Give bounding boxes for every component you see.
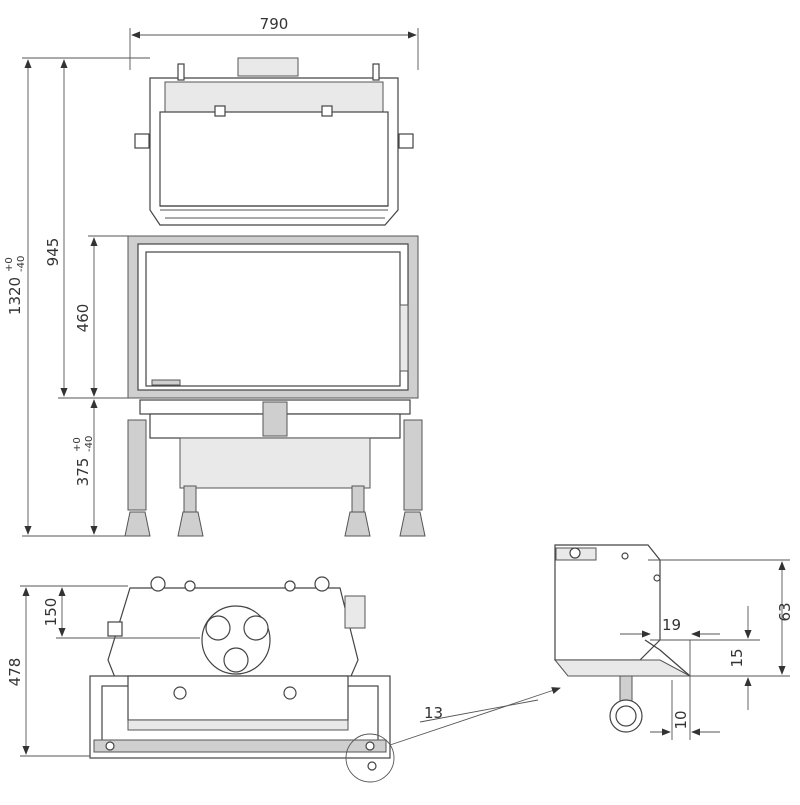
dim-height-total: 1320 xyxy=(6,277,24,315)
front-view xyxy=(124,57,426,537)
top-rail xyxy=(164,81,384,113)
dim-detail-10: 10 xyxy=(672,710,690,729)
dim-height-upper: 945 xyxy=(44,238,62,267)
detail-circle xyxy=(345,733,395,783)
dim-detail-19: 19 xyxy=(662,616,681,634)
top-view xyxy=(89,576,391,771)
detail-body xyxy=(554,544,661,661)
dim-offset-150: 150 xyxy=(42,598,60,627)
flue-port-right xyxy=(243,615,269,641)
dim-height-base-tol-lower: -40 xyxy=(84,436,95,452)
dim-depth-bottom: 478 xyxy=(6,658,24,687)
detail-lip xyxy=(553,659,691,677)
flue-collar xyxy=(237,57,299,77)
dim-height-base-tol-upper: +0 xyxy=(72,437,83,452)
flue-port-bottom xyxy=(223,647,249,673)
center-bracket xyxy=(262,401,288,437)
dim-height-total-tol-lower: -40 xyxy=(16,256,27,272)
leg-right xyxy=(403,419,423,511)
convection-chamber xyxy=(159,111,389,207)
door-handle xyxy=(399,304,409,372)
leg-left xyxy=(127,419,147,511)
foot-left xyxy=(124,511,151,537)
dim-width-top: 790 xyxy=(260,15,289,33)
side-outlet xyxy=(344,595,366,629)
glass-panel xyxy=(145,251,401,387)
leg-center-right xyxy=(351,485,365,513)
foot-center-right xyxy=(344,511,371,537)
dim-height-window: 460 xyxy=(74,304,92,333)
dim-height-base: 375 xyxy=(74,458,92,487)
leg-center-left xyxy=(183,485,197,513)
flue-port-left xyxy=(205,615,231,641)
top-view-dimensions: 478 150 xyxy=(6,585,200,757)
dim-detail-63: 63 xyxy=(776,602,794,621)
front-dimensions: 790 1320 +0 -40 945 460 375 +0 -40 xyxy=(4,15,419,537)
dim-detail-15: 15 xyxy=(728,648,746,667)
detail-ref-label: 13 xyxy=(424,704,443,722)
base-box xyxy=(179,437,371,489)
detail-callout: 13 xyxy=(345,687,561,783)
dim-height-total-tol-upper: +0 xyxy=(4,257,15,272)
foot-center-left xyxy=(177,511,204,537)
foot-right xyxy=(399,511,426,537)
detail-view: 63 15 19 10 xyxy=(553,544,794,740)
